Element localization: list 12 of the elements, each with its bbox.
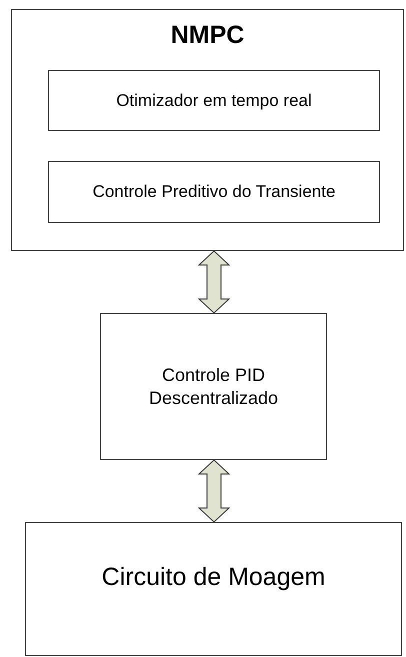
process-box [25,522,402,656]
box-label: Circuito de Moagem [102,562,326,594]
box-label: Controle Preditivo do Transiente [92,181,336,203]
double-arrow [198,250,230,314]
box-label: Otimizador em tempo real [116,90,312,112]
group-title: NMPC [170,20,244,51]
box-label: Controle PID Descentralizado [148,364,280,409]
process-box [100,313,327,460]
process-box [48,70,380,131]
group-box [11,9,404,251]
process-box [48,161,380,223]
double-arrow [198,459,230,523]
